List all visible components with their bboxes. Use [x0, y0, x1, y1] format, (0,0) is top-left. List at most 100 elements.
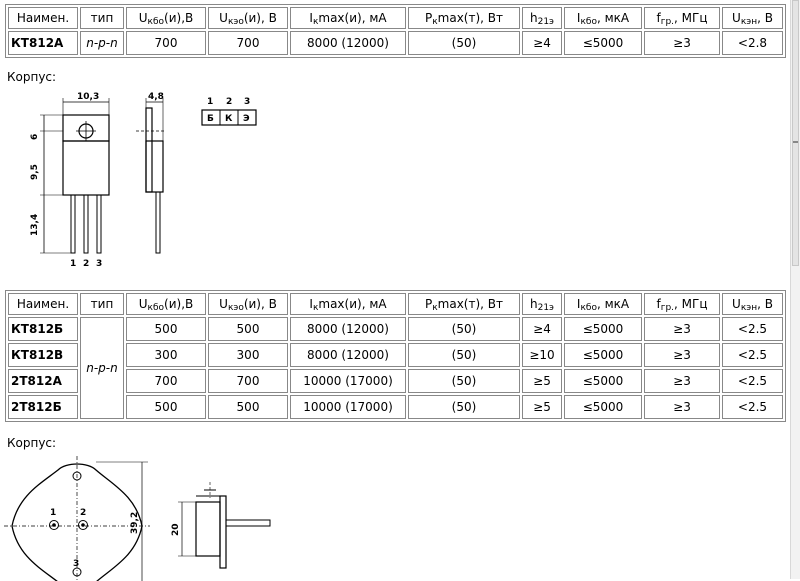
cell-ukbo: 500: [126, 317, 206, 341]
cell-ukeo: 500: [208, 395, 288, 419]
table-row: 2Т812Б 500 500 10000 (17000) (50) ≥5 ≤50…: [8, 395, 783, 419]
cell-ikbo: ≤5000: [564, 317, 642, 341]
cell-fgr: ≥3: [644, 395, 720, 419]
col-uken: Uкэн, В: [722, 293, 783, 315]
cell-ukeo: 700: [208, 31, 288, 55]
col-name: Наимен.: [8, 293, 78, 315]
table-row: КТ812А n-p-n 700 700 8000 (12000) (50) ≥…: [8, 31, 783, 55]
cell-ukeo: 500: [208, 317, 288, 341]
cell-fgr: ≥3: [644, 369, 720, 393]
pinout-number-3: 3: [244, 97, 250, 107]
pinout-number-1: 1: [207, 97, 213, 107]
cell-fgr: ≥3: [644, 31, 720, 55]
col-ukbo: Uкбо(и),В: [126, 293, 206, 315]
cell-ukbo: 500: [126, 395, 206, 419]
params-table-kt812a: Наимен. тип Uкбо(и),В Uкэо(и), В Iкmax(и…: [5, 4, 786, 58]
cell-pk: (50): [408, 31, 520, 55]
col-uken: Uкэн, В: [722, 7, 783, 29]
case-label: Корпус:: [7, 436, 57, 450]
cell-ik: 8000 (12000): [290, 31, 406, 55]
cell-h21: ≥5: [522, 395, 562, 419]
to3-pin-1: 1: [50, 508, 56, 518]
scrollbar-thumb[interactable]: [792, 0, 799, 266]
pin-number-2: 2: [83, 259, 89, 269]
cell-uken: <2.5: [722, 395, 783, 419]
table-row: КТ812В 300 300 8000 (12000) (50) ≥10 ≤50…: [8, 343, 783, 367]
dim-hole: 6: [30, 134, 40, 140]
pin-number-1: 1: [70, 259, 76, 269]
cell-ik: 8000 (12000): [290, 343, 406, 367]
col-ik: Iкmax(и), мА: [290, 7, 406, 29]
to3-pin-2: 2: [80, 508, 86, 518]
cell-name: 2Т812А: [8, 369, 78, 393]
col-type: тип: [80, 7, 124, 29]
cell-ukbo: 700: [126, 31, 206, 55]
col-ukeo: Uкэо(и), В: [208, 293, 288, 315]
cell-uken: <2.8: [722, 31, 783, 55]
col-ukeo: Uкэо(и), В: [208, 7, 288, 29]
cell-fgr: ≥3: [644, 317, 720, 341]
dim-height: 39,2: [130, 512, 140, 534]
cell-pk: (50): [408, 395, 520, 419]
pinout-letter-b: Б: [207, 114, 214, 124]
col-pk: Pкmax(т), Вт: [408, 7, 520, 29]
to3-pin-3: 3: [73, 559, 79, 569]
cell-ikbo: ≤5000: [564, 369, 642, 393]
cell-ukbo: 700: [126, 369, 206, 393]
col-pk: Pкmax(т), Вт: [408, 293, 520, 315]
cell-ukeo: 300: [208, 343, 288, 367]
cell-h21: ≥4: [522, 317, 562, 341]
cell-ik: 8000 (12000): [290, 317, 406, 341]
cell-ikbo: ≤5000: [564, 395, 642, 419]
col-name: Наимен.: [8, 7, 78, 29]
cell-pk: (50): [408, 317, 520, 341]
pinout-number-2: 2: [226, 97, 232, 107]
table-row: КТ812Б n-p-n 500 500 8000 (12000) (50) ≥…: [8, 317, 783, 419]
cell-ik: 10000 (17000): [290, 395, 406, 419]
cell-h21: ≥10: [522, 343, 562, 367]
dim-body: 9,5: [30, 164, 40, 180]
dim-width: 10,3: [77, 92, 99, 102]
pinout-letter-e: Э: [243, 114, 250, 124]
cell-h21: ≥4: [522, 31, 562, 55]
cell-ikbo: ≤5000: [564, 343, 642, 367]
cell-pk: (50): [408, 343, 520, 367]
params-table-kt812-series: Наимен. тип Uкбо(и),В Uкэо(и), В Iкmax(и…: [5, 290, 786, 422]
cell-name: 2Т812Б: [8, 395, 78, 419]
cell-name: КТ812А: [8, 31, 78, 55]
table-header-row: Наимен. тип Uкбо(и),В Uкэо(и), В Iкmax(и…: [8, 7, 783, 29]
to220-drawing: 10,3 6 9,5 13,4 1 2 3 4,8 1 2 3 Б К Э: [30, 92, 257, 269]
cell-ukbo: 300: [126, 343, 206, 367]
case-label: Корпус:: [7, 70, 57, 84]
pin-number-3: 3: [96, 259, 102, 269]
cell-fgr: ≥3: [644, 343, 720, 367]
cell-pk: (50): [408, 369, 520, 393]
table-row: 2Т812А 700 700 10000 (17000) (50) ≥5 ≤50…: [8, 369, 783, 393]
col-fgr: fгр., МГц: [644, 293, 720, 315]
pinout-letter-k: К: [225, 114, 233, 124]
cell-uken: <2.5: [722, 369, 783, 393]
vertical-scrollbar[interactable]: [790, 0, 800, 579]
cell-uken: <2.5: [722, 343, 783, 367]
col-fgr: fгр., МГц: [644, 7, 720, 29]
table-header-row: Наимен. тип Uкбо(и),В Uкэо(и), В Iкmax(и…: [8, 293, 783, 315]
dim-body: 20: [171, 523, 181, 536]
col-h21: h21э: [522, 293, 562, 315]
dim-leads: 13,4: [30, 214, 40, 236]
cell-name: КТ812В: [8, 343, 78, 367]
cell-type: n-p-n: [80, 31, 124, 55]
cell-type-shared: n-p-n: [80, 317, 124, 419]
cell-h21: ≥5: [522, 369, 562, 393]
to3-drawing: 1 2 3 39,2 20: [4, 456, 271, 581]
col-ik: Iкmax(и), мА: [290, 293, 406, 315]
cell-name: КТ812Б: [8, 317, 78, 341]
col-ikbo: Iкбо, мкА: [564, 293, 642, 315]
cell-uken: <2.5: [722, 317, 783, 341]
col-type: тип: [80, 293, 124, 315]
col-ukbo: Uкбо(и),В: [126, 7, 206, 29]
cell-ik: 10000 (17000): [290, 369, 406, 393]
col-h21: h21э: [522, 7, 562, 29]
scrollbar-grip: [793, 141, 798, 143]
cell-ukeo: 700: [208, 369, 288, 393]
cell-ikbo: ≤5000: [564, 31, 642, 55]
